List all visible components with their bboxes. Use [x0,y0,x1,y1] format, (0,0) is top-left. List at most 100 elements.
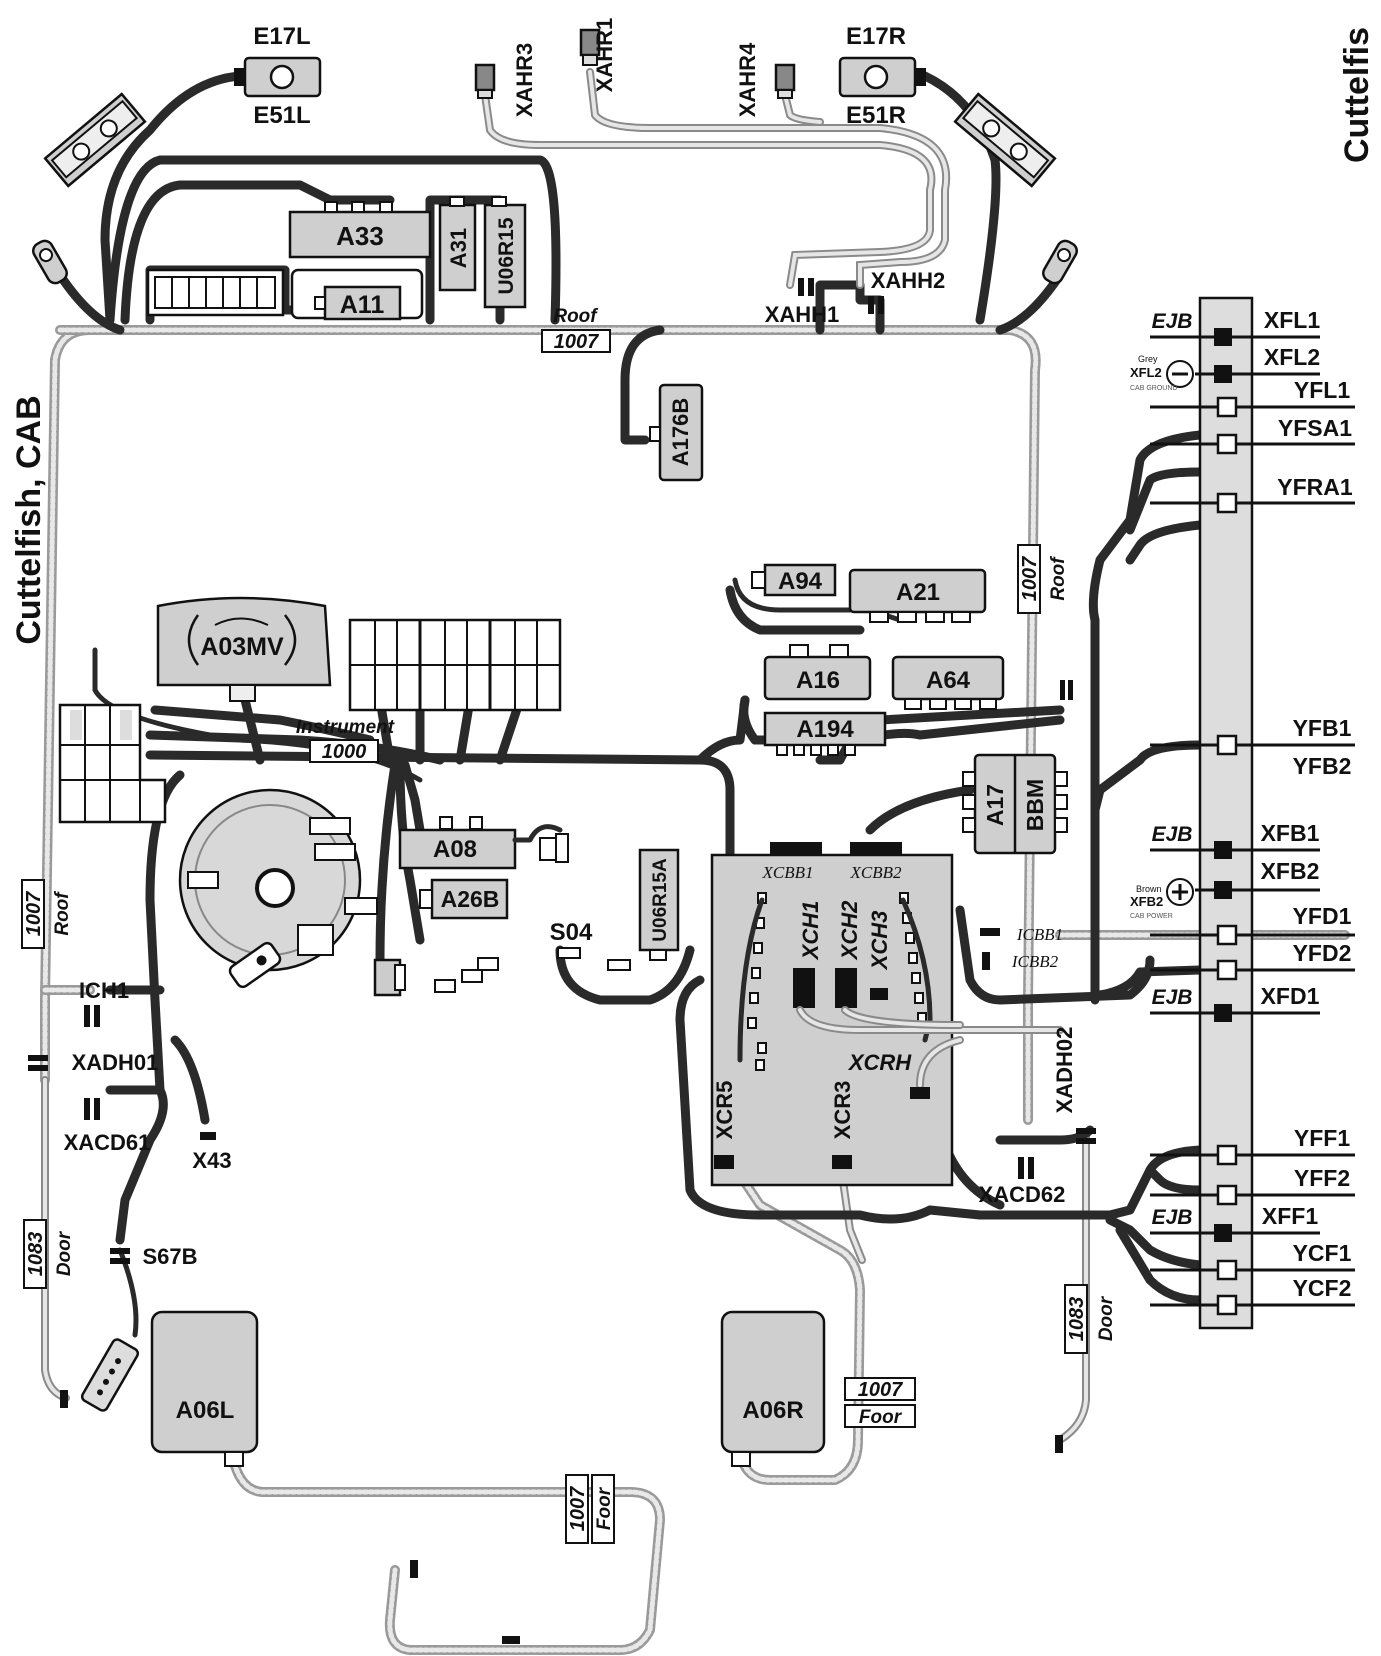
door-end-right [1055,1435,1063,1453]
module-a26b: A26B [419,878,509,920]
xadh02-label: XADH02 [1052,1027,1077,1114]
connector-icbb: ICBB1 ICBB2 [980,925,1063,971]
a03mv-label: A03MV [200,633,284,661]
x43-label: X43 [192,1148,231,1173]
steering-column [178,788,378,989]
ejb-label-2: EJB [1152,823,1193,846]
xch3-label: XCH3 [867,911,892,972]
u06r15-label: U06R15 [495,217,518,294]
power-name: XFB2 [1130,894,1163,909]
module-a33: A33 [288,201,432,259]
e17l-label: E17L [253,23,310,50]
instrument-connectors [373,957,499,997]
module-a08: A08 [398,816,569,870]
connector-xadh01: XADH01 [28,1050,158,1075]
yfra1-label: YFRA1 [1277,474,1353,500]
fuse-panel-left [58,703,167,824]
ground-name: XFL2 [1130,365,1162,380]
a06l-label: A06L [176,1397,235,1424]
ycf2-label: YCF2 [1293,1275,1352,1301]
ground-desc: CAB GROUND [1130,385,1177,392]
a194-label: A194 [796,716,854,743]
connector-xadh02: XADH02 [1052,1027,1096,1144]
e51r-label: E51R [846,102,906,129]
ground-color: Grey [1138,354,1158,364]
a33-label: A33 [336,221,384,251]
xadh01-label: XADH01 [72,1050,159,1075]
harness-tag-roof-left: 1007 Roof [21,879,73,949]
e17r-label: E17R [846,23,906,50]
connector-ich1: ICH1 [79,978,129,1027]
yff1-label: YFF1 [1294,1125,1350,1151]
door-switch-left [80,1338,140,1412]
harness-tag-instrument: Instrument 1000 [296,717,395,763]
harness-tag-door-left: 1083 Door [23,1219,75,1289]
floor-end-1 [410,1560,418,1578]
xcr3-label: XCR3 [830,1081,855,1140]
module-a11: A11 [290,268,424,321]
roof-label-top: Roof [553,306,598,327]
power-symbol: Brown XFB2 CAB POWER [1130,878,1194,920]
a21-label: A21 [896,579,940,606]
roof-sensor-right [1042,239,1078,285]
instrument-number: 1000 [322,741,367,763]
connector-x43: X43 [192,1132,232,1173]
xahh2-label: XAHH2 [871,268,946,293]
floor-end-2 [502,1636,520,1644]
floor-number-center: 1007 [567,1486,589,1531]
xcr5-label: XCR5 [712,1081,737,1140]
antenna-xahr1: XAHR1 [579,18,617,93]
xch-connectors: XCH1 XCH2 XCH3 [793,900,892,1008]
a11-label: A11 [340,291,385,319]
a17-label: A17 [982,784,1008,826]
xacd62-label: XACD62 [979,1182,1066,1207]
floor-harness [227,1155,866,1655]
roof-sensor-left [32,239,68,285]
xch1-label: XCH1 [798,901,823,962]
xahh1-label: XAHH1 [765,302,840,327]
roof-label-left: Roof [52,891,73,936]
harness-tag-floor-center: 1007 Foor [565,1474,615,1544]
door-label-left: Door [54,1230,75,1276]
connector-xacd61: XACD61 [64,1098,151,1155]
a176b-label: A176B [668,398,693,466]
ejb-label-3: EJB [1152,986,1193,1009]
antenna-xahr4: XAHR4 [735,42,796,117]
antenna-xahr3: XAHR3 [474,43,537,117]
instrument-wires [92,647,750,1338]
harness-tag-floor-right: 1007 Foor [844,1377,916,1428]
xahr1-label: XAHR1 [592,18,617,93]
icbb2-label: ICBB2 [1011,952,1059,971]
e51l-label: E51L [253,102,310,129]
connector-s04: S04 [550,919,631,971]
roof-lamp-right [953,92,1057,188]
module-a194: A194 [763,711,887,756]
a94-label: A94 [778,568,823,595]
door-label-right: Door [1096,1295,1117,1341]
yff2-label: YFF2 [1294,1165,1350,1191]
roof-number-left: 1007 [23,891,45,936]
connector-xahh2: XAHH2 [868,268,945,314]
ejb-label-1: EJB [1152,310,1193,333]
xacd61-label: XACD61 [64,1130,151,1155]
xfl1-label: XFL1 [1264,307,1320,333]
roof-harness [40,325,1350,1125]
connector-xacd62: XACD62 [979,1157,1066,1207]
relay-panel [348,618,562,712]
roof-number-top: 1007 [554,331,599,353]
yfb1-label: YFB1 [1293,715,1352,741]
u06r15a-label: U06R15A [650,858,671,942]
xfb2-label: XFB2 [1261,858,1320,884]
power-desc: CAB POWER [1130,913,1173,920]
door-end-left [60,1390,68,1408]
fuse-block-roof [146,268,285,317]
ycf1-label: YCF1 [1293,1240,1352,1266]
xcbb2-label: XCBB2 [850,863,902,882]
ich1-label: ICH1 [79,978,129,1003]
module-a176b: A176B [649,383,704,482]
xff1-label: XFF1 [1262,1203,1318,1229]
module-u06r15: U06R15 [483,196,527,309]
xch2-label: XCH2 [837,900,862,961]
bbm-label: BBM [1022,779,1048,831]
